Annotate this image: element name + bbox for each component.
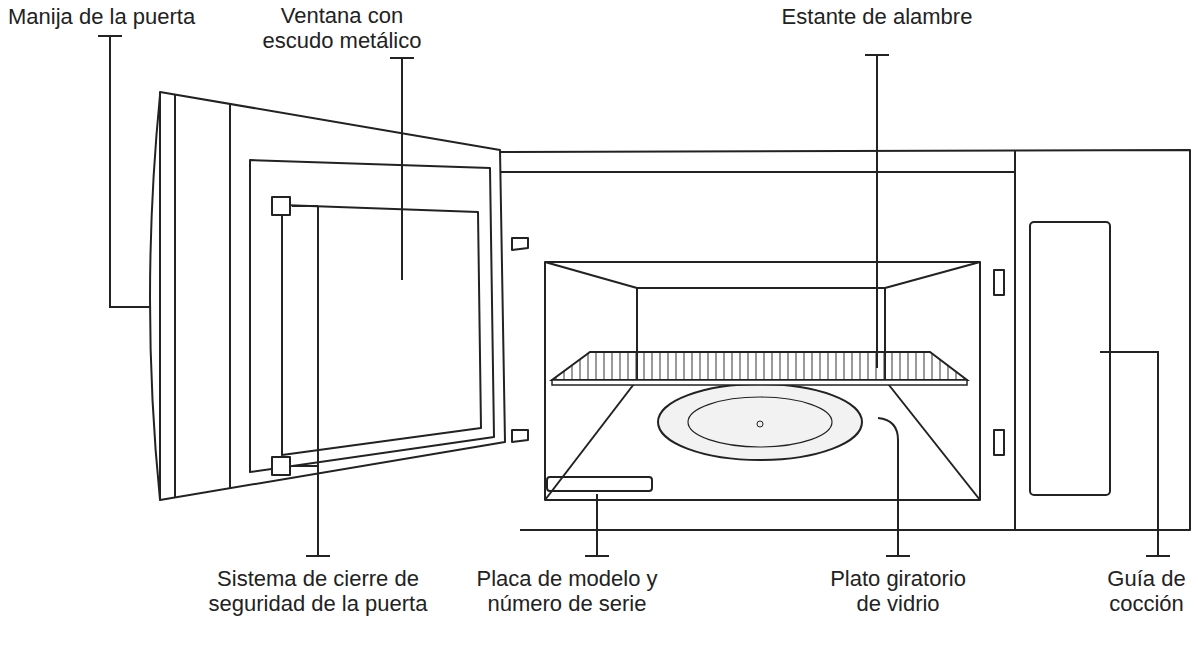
leader-lines <box>98 36 1170 556</box>
part-label: Sistema de cierre de seguridad de la pue… <box>198 566 438 616</box>
door <box>150 92 505 500</box>
microwave-body <box>500 150 1190 530</box>
part-label: Ventana con escudo metálico <box>247 3 437 53</box>
part-label: Placa de modelo y número de serie <box>467 566 667 616</box>
part-label: Manija de la puerta <box>8 4 195 29</box>
part-label: Estante de alambre <box>747 4 1007 29</box>
turntable <box>658 384 862 460</box>
part-label: Guía de cocción <box>1099 566 1194 616</box>
wire-rack <box>552 352 967 385</box>
part-label: Plato giratorio de vidrio <box>823 566 973 616</box>
